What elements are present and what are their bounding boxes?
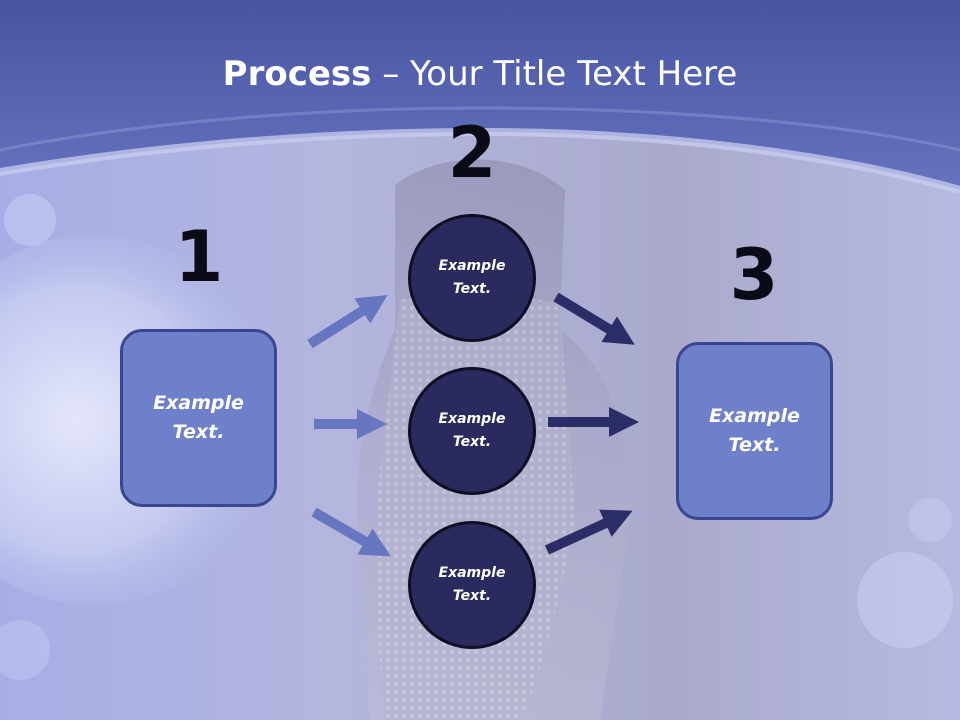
title-bold: Process [222,54,372,94]
step3-text-line2: Text. [728,434,781,456]
title-rest: Your Title Text Here [410,54,738,94]
step2-circle-middle: Example Text. [408,367,536,495]
step-number-2: 2 [447,112,497,194]
circle-middle-text-line2: Text. [452,434,492,450]
step1-text-line2: Text. [172,421,225,443]
circle-bottom-text-line1: Example [438,565,506,581]
step1-text-line1: Example [153,392,244,414]
circle-middle-text-line1: Example [438,411,506,427]
arrow-box1-to-circle-top [307,294,388,349]
circle-top-text-line1: Example [438,258,506,274]
step2-circle-bottom: Example Text. [408,521,536,649]
slide-title: Process – Your Title Text Here [0,52,960,96]
step-number-3: 3 [729,234,779,316]
circle-top-text-line2: Text. [452,281,492,297]
title-dash: – [371,54,411,94]
step-number-1: 1 [174,216,224,298]
step3-text-line1: Example [709,405,800,427]
arrow-box1-to-circle-bottom [311,507,391,557]
step3-box: Example Text. [676,342,833,520]
step1-box: Example Text. [120,329,277,507]
arrow-circle-bottom-to-box3 [544,509,633,555]
arrow-circle-top-to-box3 [553,292,635,345]
step2-circle-top: Example Text. [408,214,536,342]
circle-bottom-text-line2: Text. [452,588,492,604]
